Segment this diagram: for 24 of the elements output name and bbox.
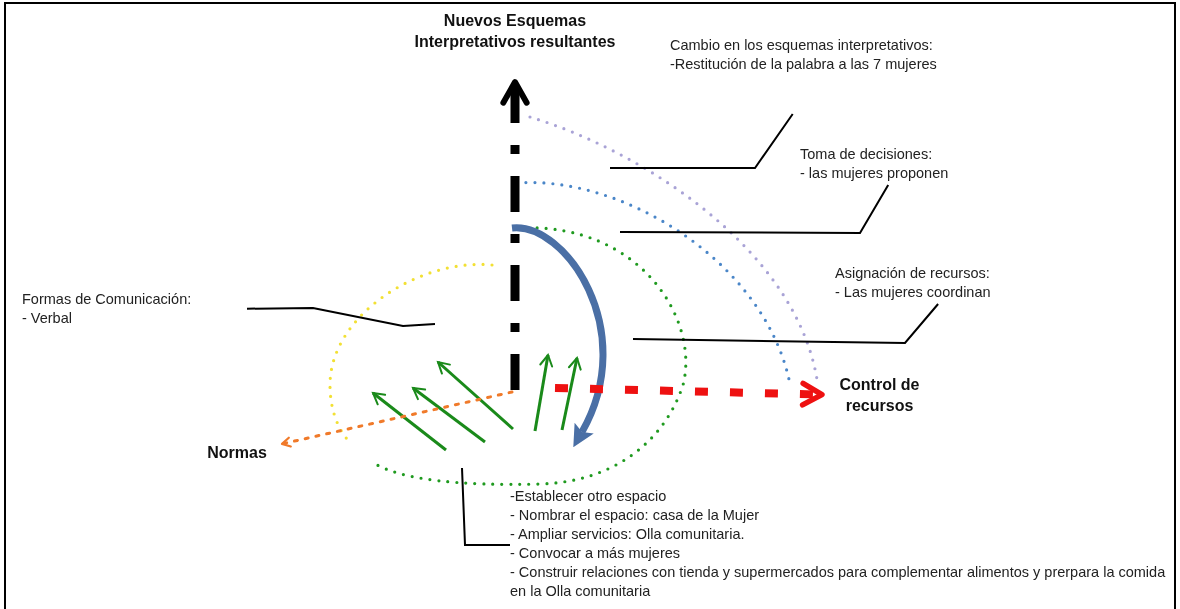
annotation-heading: Asignación de recursos: [835, 264, 991, 283]
annotation-text: - Verbal [22, 309, 73, 328]
annotation-text: - Construir relaciones con tienda y supermercados para complementar alimentos y prerpara la comida en la Olla comunitaria [510, 563, 1167, 601]
heading-text: Control de recursos [838, 375, 921, 416]
heading-text: Normas [206, 443, 268, 463]
annotation-heading: Cambio en los esquemas interpretativos: [670, 36, 934, 55]
annotation-text: - las mujeres proponen [800, 164, 950, 183]
annotation-text: -Establecer otro espacio [510, 487, 668, 506]
leader-line [246, 307, 436, 327]
dashed-arrow [500, 79, 530, 390]
heading-text: Nuevos Esquemas Interpretativos resultantes [413, 11, 617, 52]
dotted-arrow [280, 390, 514, 448]
leader-line [632, 303, 940, 344]
annotation-text: - Convocar a más mujeres [510, 544, 682, 563]
annotation-text: -Restitución de la palabra a las 7 mujeres [670, 55, 938, 74]
leader-line [609, 113, 794, 169]
dashed-arrow [554, 380, 825, 408]
leader-line [619, 184, 890, 234]
annotation-text: - Las mujeres coordinan [835, 283, 992, 302]
annotation-heading: Toma de decisiones: [800, 145, 934, 164]
annotation-text: - Ampliar servicios: Olla comunitaria. [510, 525, 746, 544]
leader-line [461, 467, 511, 546]
annotation-text: - Nombrar el espacio: casa de la Mujer [510, 506, 761, 525]
annotation-heading: Formas de Comunicación: [22, 290, 193, 309]
